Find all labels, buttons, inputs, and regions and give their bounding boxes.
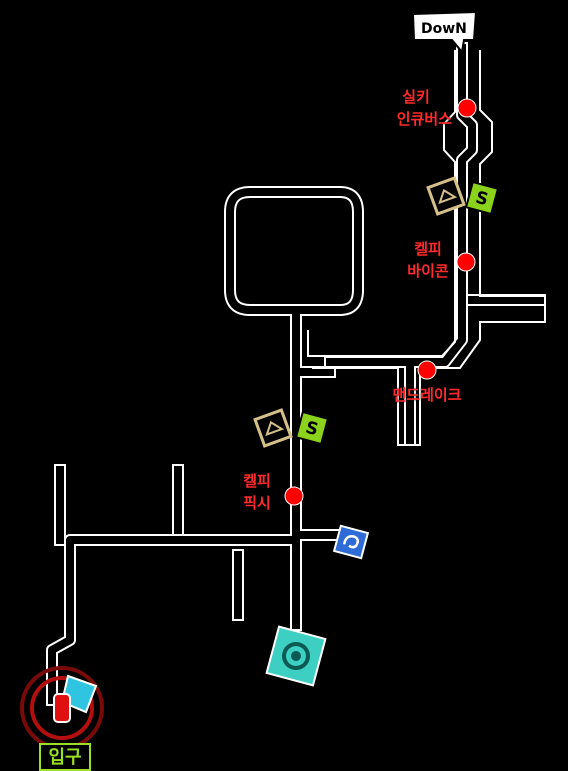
enemy-label-mandrake: 맨드레이크 (382, 384, 472, 406)
wall-top-right (312, 50, 546, 446)
save-point-icon[interactable]: S (464, 180, 500, 216)
enemy-label-kelpie-pixie: 켈피 픽시 (232, 470, 282, 514)
player-position-icon (20, 666, 104, 750)
corridor-west-hall-inner (48, 536, 300, 704)
warp-icon[interactable] (332, 524, 370, 560)
enemy-label-line2: 픽시 (243, 494, 271, 512)
corridor-walls (307, 50, 546, 446)
save-point-icon[interactable]: S (294, 410, 330, 446)
wall-top-left (307, 50, 456, 357)
entrance-label[interactable]: 입구 (39, 743, 91, 771)
terminal-icon[interactable] (265, 625, 327, 687)
enemy-label-kelpie-bicorn: 켈피 바이콘 (398, 238, 458, 282)
enemy-label-line2: 바이콘 (407, 262, 449, 280)
enemy-marker-icon[interactable] (284, 486, 304, 506)
treasure-box-icon[interactable] (426, 176, 466, 216)
svg-text:S: S (303, 418, 320, 440)
svg-text:S: S (473, 188, 490, 210)
enemy-label-line2: 인큐버스 (396, 110, 452, 128)
down-stairs-label: DowN (421, 21, 467, 37)
corridor-loop (224, 186, 364, 316)
corridors-inner (48, 44, 544, 704)
corridor-top-right-inner (326, 44, 476, 366)
down-stairs-icon[interactable]: DowN (411, 10, 478, 55)
corridor-loop-inner (226, 188, 362, 314)
enemy-marker-icon[interactable] (456, 252, 476, 272)
treasure-box-icon[interactable] (253, 408, 293, 448)
enemy-label-line1: 실키 (402, 88, 430, 106)
enemy-label-silky-incubus: 실키 인큐버스 (380, 86, 452, 130)
enemy-marker-icon[interactable] (457, 98, 477, 118)
enemy-label-line1: 켈피 (243, 472, 271, 490)
enemy-label-line1: 맨드레이크 (392, 386, 462, 404)
enemy-label-line1: 켈피 (414, 240, 442, 258)
enemy-marker-icon[interactable] (417, 360, 437, 380)
